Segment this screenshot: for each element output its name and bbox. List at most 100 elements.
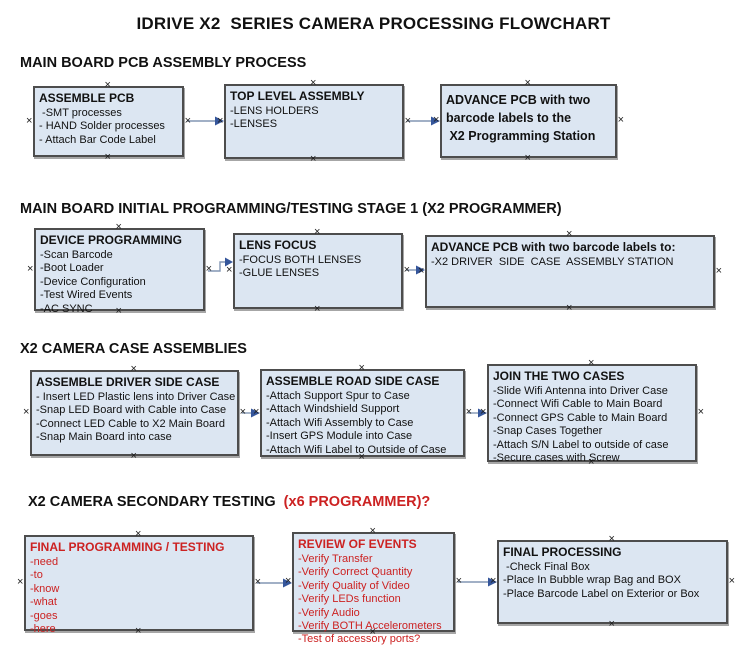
box-item: -Place In Bubble wrap Bag and BOX	[503, 574, 681, 587]
box-item: -Snap Main Board into case	[36, 431, 172, 444]
connection-point-left: ×	[217, 114, 224, 127]
section-heading-text: MAIN BOARD PCB ASSEMBLY PROCESS	[20, 55, 307, 71]
flow-box-device-programming: DEVICE PROGRAMMING -Scan Barcode-Boot Lo…	[27, 222, 212, 317]
box-item: -Verify BOTH Accelerometers	[298, 620, 442, 633]
connection-point-bottom: ×	[524, 152, 531, 164]
connection-point-right: ×	[715, 264, 722, 277]
flow-box-final-processing: FINAL PROCESSING -Check Final Box-Place …	[490, 534, 735, 630]
box-item: -Attach Support Spur to Case	[266, 390, 410, 402]
connection-point-right: ×	[455, 575, 462, 587]
box-item: -LENSES	[230, 118, 278, 131]
connection-point-right: ×	[184, 114, 191, 127]
section-heading-initial-programming: MAIN BOARD INITIAL PROGRAMMING/TESTING S…	[20, 201, 562, 217]
section-heading-text: MAIN BOARD INITIAL PROGRAMMING/TESTING S…	[20, 201, 562, 217]
connection-point-top: ×	[524, 77, 531, 89]
box-item: -Verify Transfer	[298, 553, 373, 565]
box-title: ASSEMBLE PCB	[39, 91, 135, 105]
box-title: ASSEMBLE DRIVER SIDE CASE	[36, 375, 220, 389]
flow-box-assemble-pcb: ASSEMBLE PCB -SMT processes- HAND Solder…	[26, 80, 191, 163]
box-item: -Attach Wifi Assembly to Case	[266, 416, 414, 429]
box-item: - Insert LED Plastic lens into Driver Ca…	[36, 391, 236, 403]
connection-point-left: ×	[480, 406, 487, 418]
connection-point-left: ×	[26, 114, 33, 127]
connection-point-right: ×	[617, 114, 624, 126]
section-heading-suffix: (x6 PROGRAMMER)?	[283, 494, 431, 510]
box-item: -Attach Wifi Label to Outside of Case	[266, 443, 447, 456]
box-item: -AC SYNC	[40, 302, 93, 315]
connection-point-top: ×	[130, 363, 137, 375]
page-title: IDRIVE X2 SERIES CAMERA PROCESSING FLOWC…	[136, 14, 611, 33]
box-title: DEVICE PROGRAMMING	[40, 233, 183, 247]
connection-point-top: ×	[588, 357, 595, 369]
box-item: -Slide Wifi Antenna into Driver Case	[493, 385, 668, 397]
connection-point-left: ×	[27, 262, 34, 275]
connection-point-bottom: ×	[358, 451, 365, 463]
box-items: -Slide Wifi Antenna into Driver Case-Con…	[489, 385, 695, 465]
box-item: -FOCUS BOTH LENSES	[239, 254, 362, 266]
box-title: ADVANCE PCB with two barcode labels to:	[431, 240, 676, 254]
section-heading-secondary-testing: X2 CAMERA SECONDARY TESTING (x6 PROGRAMM…	[28, 494, 430, 510]
flow-box-top-level-assembly: TOP LEVEL ASSEMBLY -LENS HOLDERS-LENSES …	[217, 78, 411, 165]
box-items: -Verify Transfer-Verify Correct Quantity…	[294, 553, 453, 647]
box-title: REVIEW OF EVENTS	[298, 537, 417, 551]
box-items: -need-to-know-what-goes-here	[26, 556, 252, 636]
connection-point-bottom: ×	[608, 618, 615, 630]
box-items: -LENS HOLDERS-LENSES	[226, 105, 402, 132]
box-item: -Secure cases with Screw	[493, 452, 620, 465]
connection-point-bottom: ×	[130, 450, 137, 462]
box-title: LENS FOCUS	[239, 238, 317, 252]
box-title: FINAL PROCESSING	[503, 545, 622, 559]
section-heading-pcb-assembly: MAIN BOARD PCB ASSEMBLY PROCESS	[20, 55, 306, 71]
connection-point-top: ×	[369, 525, 376, 537]
section-heading-text: X2 CAMERA CASE ASSEMBLIES	[20, 341, 247, 357]
box-item: -here	[30, 623, 56, 636]
box-item: -Boot Loader	[40, 262, 104, 275]
box-item: - Attach Bar Code Label	[39, 133, 156, 146]
box-item: -Verify Quality of Video	[298, 579, 410, 592]
box-title: FINAL PROGRAMMING / TESTING	[30, 540, 225, 554]
connection-point-top: ×	[310, 77, 317, 89]
connection-point-bottom: ×	[310, 153, 317, 165]
box-title: ASSEMBLE ROAD SIDE CASE	[266, 374, 440, 388]
flow-box-advance-pcb-driver-side: ADVANCE PCB with two barcode labels to: …	[418, 229, 722, 314]
box-item: -to	[30, 569, 43, 582]
connection-point-left: ×	[433, 114, 440, 126]
connection-point-left: ×	[23, 406, 30, 418]
box-item: -what	[30, 596, 57, 609]
connection-point-left: ×	[418, 264, 425, 277]
connection-point-left: ×	[490, 575, 497, 587]
box-item: -Connect LED Cable to X2 Main Board	[36, 417, 225, 430]
box-item: -Device Configuration	[40, 275, 146, 288]
box-item: -X2 DRIVER SIDE CASE ASSEMBLY STATION	[431, 256, 674, 268]
connection-point-top: ×	[115, 221, 122, 233]
box-items: -Attach Support Spur to Case-Attach Wind…	[262, 390, 463, 457]
connection-point-top: ×	[566, 228, 573, 240]
box-item: -Insert GPS Module into Case	[266, 430, 413, 443]
connection-point-right: ×	[697, 406, 704, 418]
connection-point-left: ×	[253, 406, 260, 418]
connection-point-bottom: ×	[369, 626, 376, 638]
box-items: -Check Final Box-Place In Bubble wrap Ba…	[499, 561, 726, 601]
flow-box-final-programming-testing: FINAL PROGRAMMING / TESTING -need-to-kno…	[17, 529, 261, 637]
box-item: -Attach S/N Label to outside of case	[493, 438, 669, 451]
box-item: -Verify Audio	[298, 606, 360, 619]
box-item: -Check Final Box	[503, 561, 590, 573]
box-item: -Test of accessory ports?	[298, 633, 421, 646]
connection-point-right: ×	[403, 264, 410, 276]
connection-point-bottom: ×	[104, 151, 111, 163]
flow-box-join-the-two-cases: JOIN THE TWO CASES -Slide Wifi Antenna i…	[480, 358, 704, 468]
flow-box-review-of-events: REVIEW OF EVENTS -Verify Transfer-Verify…	[285, 526, 462, 646]
box-item: -Place Barcode Label on Exterior or Box	[503, 587, 700, 600]
connection-point-left: ×	[17, 576, 24, 588]
box-title: TOP LEVEL ASSEMBLY	[230, 89, 365, 103]
box-item: -Attach Windshield Support	[266, 403, 400, 416]
box-items: -X2 DRIVER SIDE CASE ASSEMBLY STATION	[427, 256, 713, 269]
box-items: -FOCUS BOTH LENSES-GLUE LENSES	[235, 254, 401, 281]
box-item: -Verify Correct Quantity	[298, 566, 413, 579]
box-item: -goes	[30, 609, 58, 622]
connection-point-left: ×	[226, 264, 233, 276]
box-item: barcode labels to the	[446, 111, 572, 125]
